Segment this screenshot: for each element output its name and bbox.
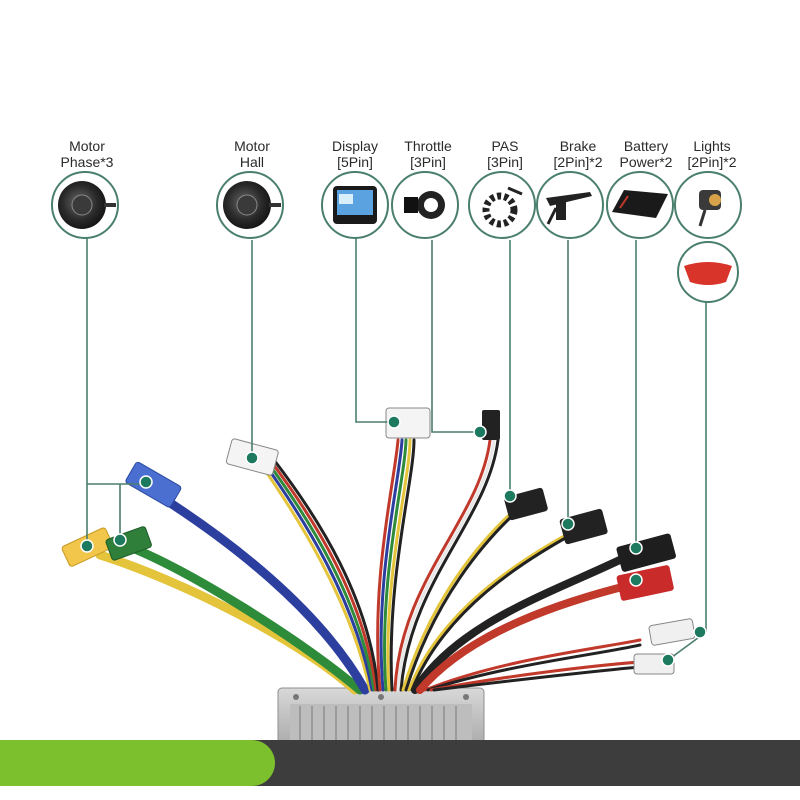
label-throttle: Throttle[3Pin] (404, 138, 452, 170)
headlight-icon (674, 171, 742, 239)
label-pas: PAS[3Pin] (487, 138, 523, 170)
controller-box (277, 687, 485, 749)
leader-lines (86, 236, 707, 661)
thumb-throttle-icon (391, 171, 459, 239)
label-display: Display[5Pin] (332, 138, 378, 170)
tail-light-icon (677, 241, 739, 303)
footer-accent (0, 740, 275, 786)
label-lights: Lights[2Pin]*2 (687, 138, 737, 170)
lcd-display-icon (321, 171, 389, 239)
marker-dots (80, 415, 707, 667)
hub-motor-icon (216, 171, 284, 239)
brake-lever-icon (536, 171, 604, 239)
wire-harness (95, 438, 642, 695)
label-brake: Brake[2Pin]*2 (553, 138, 603, 170)
pas-sensor-icon (468, 171, 536, 239)
hub-motor-icon (51, 171, 119, 239)
battery-pack-icon (606, 171, 674, 239)
